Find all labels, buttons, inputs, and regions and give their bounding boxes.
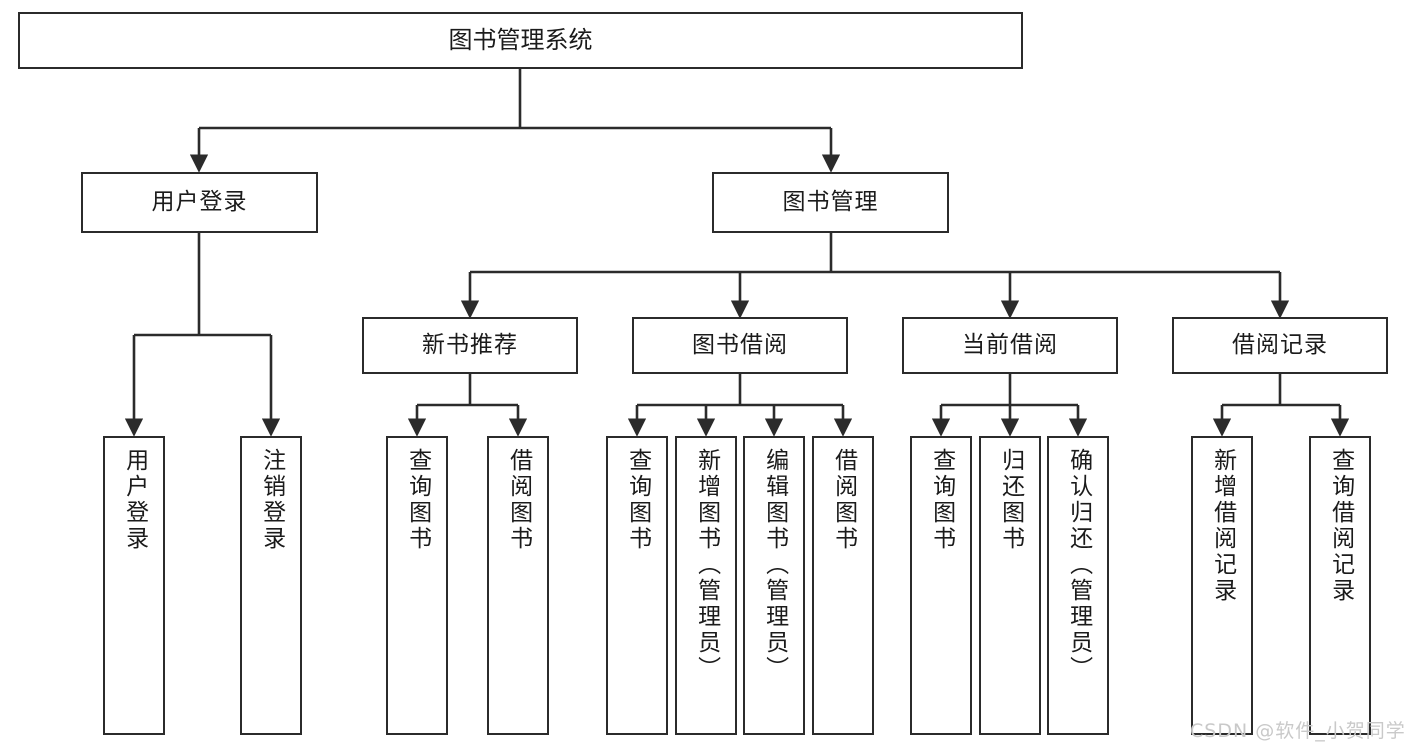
node-new-book-recommend[interactable]: 新书推荐 (362, 317, 578, 374)
leaf-current-return-book-label: 归还图书 (997, 448, 1024, 552)
leaf-borrow-query-book-label: 查询图书 (624, 448, 651, 552)
leaf-current-confirm-return-admin[interactable]: 确认归还（管理员） (1047, 436, 1109, 735)
leaf-record-add-record[interactable]: 新增借阅记录 (1191, 436, 1253, 735)
leaf-user-login-signout-label: 注销登录 (258, 448, 285, 552)
leaf-borrow-edit-book-admin[interactable]: 编辑图书（管理员） (743, 436, 805, 735)
leaf-user-login-signin-label: 用户登录 (121, 448, 148, 552)
node-book-borrow-label: 图书借阅 (692, 331, 788, 358)
leaf-record-add-record-label: 新增借阅记录 (1209, 448, 1236, 604)
node-book-management[interactable]: 图书管理 (712, 172, 949, 233)
leaf-record-query-record-label: 查询借阅记录 (1327, 448, 1354, 604)
node-book-management-label: 图书管理 (782, 188, 879, 215)
node-user-login[interactable]: 用户登录 (81, 172, 318, 233)
leaf-recommend-query-book[interactable]: 查询图书 (386, 436, 448, 735)
leaf-record-query-record[interactable]: 查询借阅记录 (1309, 436, 1371, 735)
node-root-system[interactable]: 图书管理系统 (18, 12, 1023, 69)
leaf-user-login-signin[interactable]: 用户登录 (103, 436, 165, 735)
node-borrow-record-label: 借阅记录 (1232, 331, 1328, 358)
node-current-borrow[interactable]: 当前借阅 (902, 317, 1118, 374)
leaf-borrow-borrow-book[interactable]: 借阅图书 (812, 436, 874, 735)
node-root-system-label: 图书管理系统 (448, 26, 593, 55)
node-book-borrow[interactable]: 图书借阅 (632, 317, 848, 374)
leaf-current-return-book[interactable]: 归还图书 (979, 436, 1041, 735)
leaf-borrow-add-book-admin[interactable]: 新增图书（管理员） (675, 436, 737, 735)
node-current-borrow-label: 当前借阅 (962, 331, 1058, 358)
csdn-watermark: CSDN @软件_小贺同学 (1190, 720, 1405, 742)
leaf-recommend-query-book-label: 查询图书 (404, 448, 431, 552)
leaf-borrow-borrow-book-label: 借阅图书 (830, 448, 857, 552)
leaf-current-confirm-return-admin-label: 确认归还（管理员） (1065, 448, 1092, 682)
node-new-book-recommend-label: 新书推荐 (422, 331, 518, 358)
leaf-borrow-add-book-admin-label: 新增图书（管理员） (693, 448, 720, 682)
leaf-recommend-borrow-book[interactable]: 借阅图书 (487, 436, 549, 735)
leaf-current-query-book[interactable]: 查询图书 (910, 436, 972, 735)
node-user-login-label: 用户登录 (151, 188, 248, 215)
leaf-user-login-signout[interactable]: 注销登录 (240, 436, 302, 735)
leaf-borrow-edit-book-admin-label: 编辑图书（管理员） (761, 448, 788, 682)
node-borrow-record[interactable]: 借阅记录 (1172, 317, 1388, 374)
leaf-recommend-borrow-book-label: 借阅图书 (505, 448, 532, 552)
leaf-current-query-book-label: 查询图书 (928, 448, 955, 552)
leaf-borrow-query-book[interactable]: 查询图书 (606, 436, 668, 735)
